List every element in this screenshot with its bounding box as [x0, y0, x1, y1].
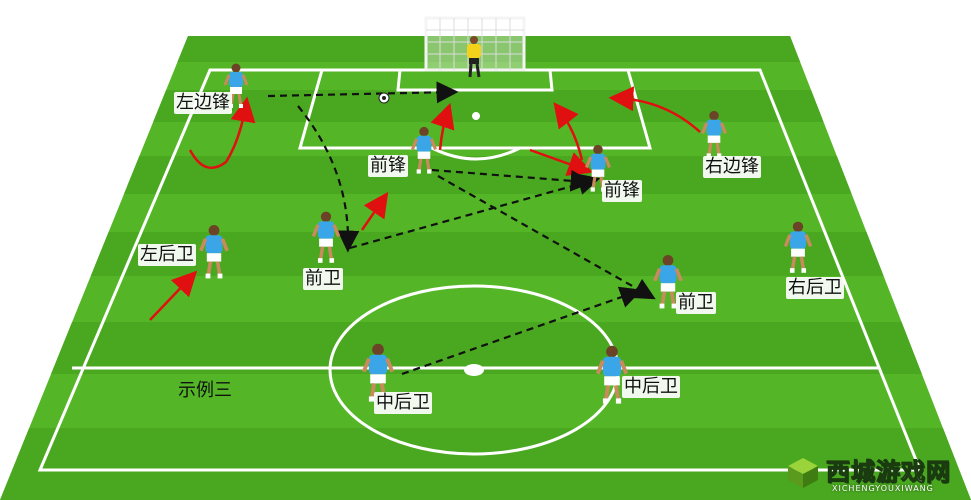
label-striker-b: 前锋: [602, 180, 642, 202]
player-striker-a: [410, 126, 438, 174]
player-figure-icon: [199, 63, 813, 404]
pitch-stripes: [0, 36, 971, 500]
goalkeeper: [467, 36, 481, 78]
pass-arrows: [267, 81, 656, 376]
player-left-back: [199, 225, 229, 279]
label-midfielder-b: 前卫: [676, 292, 716, 314]
pass-arrow-mid-to-striker-b: [349, 173, 601, 250]
player-midfielder-a: [311, 211, 341, 263]
run-arrow-striker-cross: [529, 148, 594, 176]
label-midfielder-a: 前卫: [303, 268, 343, 290]
label-center-back-a: 中后卫: [374, 392, 432, 414]
label-left-back: 左后卫: [138, 244, 196, 266]
pass-arrow-striker-to-mid: [437, 175, 656, 300]
pass-arrow-leftwing-down: [297, 105, 360, 253]
cube-logo-icon: [788, 458, 818, 488]
pass-arrow-strikers: [431, 168, 593, 192]
player-right-winger: [700, 110, 728, 158]
player-center-back-b: [595, 345, 629, 404]
label-right-back: 右后卫: [786, 277, 844, 299]
label-striker-a: 前锋: [368, 155, 408, 177]
run-arrow-midfielder: [360, 191, 389, 231]
run-arrow-striker-a: [430, 102, 455, 151]
player-midfielder-b: [653, 255, 683, 309]
watermark-title: 西城游戏网: [826, 458, 951, 487]
example-caption: 示例三: [178, 380, 232, 401]
label-center-back-b: 中后卫: [622, 376, 680, 398]
center-spot: [464, 364, 484, 376]
penalty-arc: [431, 146, 521, 161]
pass-arrow-cb-to-mid: [401, 286, 643, 376]
run-arrows: [149, 86, 701, 321]
penalty-spot: [472, 112, 480, 120]
label-right-winger: 右边锋: [703, 156, 761, 178]
watermark-subtitle: XICHENGYOUXIWANG: [832, 484, 934, 493]
pass-arrow-top: [267, 81, 459, 104]
label-left-winger: 左边锋: [174, 92, 232, 114]
watermark: 西城游戏网 XICHENGYOUXIWANG: [782, 452, 968, 498]
soccer-ball-icon: [378, 92, 390, 104]
player-right-back: [783, 221, 813, 273]
run-arrow-left-back: [149, 270, 198, 321]
run-arrow-left-winger: [188, 96, 256, 170]
run-arrow-right-winger: [608, 86, 701, 133]
